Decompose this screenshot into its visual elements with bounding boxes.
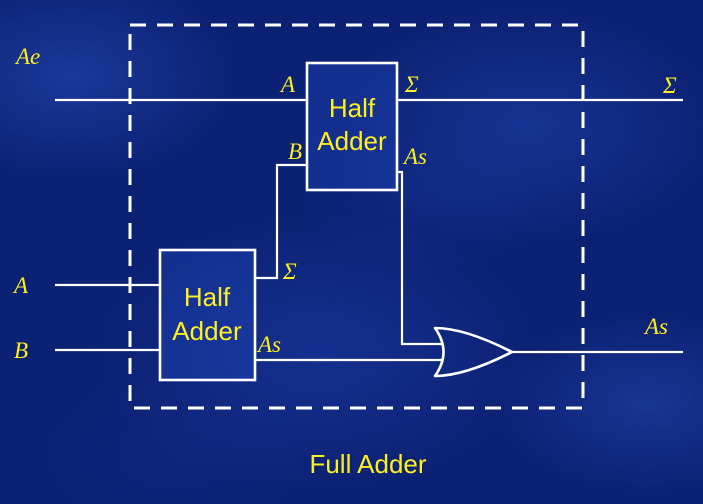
diagram-title: Full Adder	[309, 449, 426, 479]
label-ha1-carry: As	[402, 144, 427, 169]
label-ha2-sum: Σ	[282, 259, 297, 284]
or-gate	[433, 326, 514, 378]
half-adder-top-label-line2: Adder	[317, 126, 387, 156]
half-adder-top-label-line1: Half	[329, 93, 376, 123]
ha1-carry-to-or-wire	[397, 170, 443, 346]
ha2-sum-to-ha1-b-wire	[255, 163, 307, 280]
full-adder-dashed-boundary	[128, 23, 585, 410]
label-input-b: B	[14, 338, 28, 363]
label-carry-in: Ae	[14, 44, 40, 69]
label-ha1-input-a: A	[279, 72, 296, 97]
half-adder-bottom-label-line2: Adder	[172, 316, 242, 346]
half-adder-bottom-label-line1: Half	[184, 282, 231, 312]
label-ha1-input-b: B	[288, 139, 302, 164]
half-adder-bottom-box	[158, 248, 257, 382]
label-input-a: A	[12, 273, 29, 298]
label-carry-output: As	[643, 314, 668, 339]
wires	[55, 98, 683, 362]
label-ha2-carry: As	[256, 332, 281, 357]
half-adder-top-box	[305, 61, 399, 192]
label-ha1-sum: Σ	[404, 72, 419, 97]
label-sum-output: Σ	[662, 73, 677, 98]
